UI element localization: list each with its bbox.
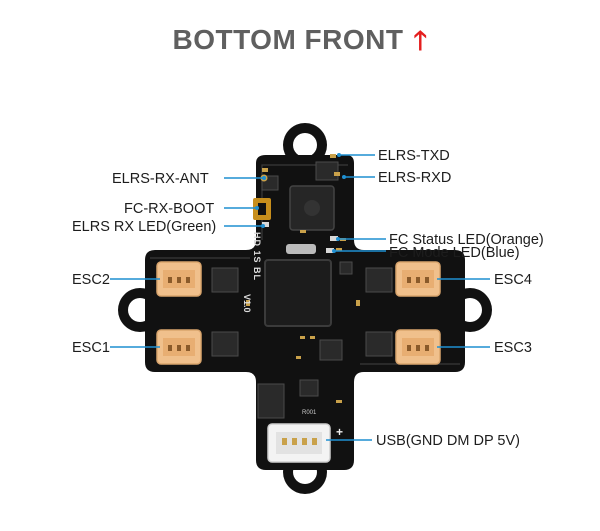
small-components	[211, 161, 393, 419]
title-text: BOTTOM FRONT	[172, 24, 404, 55]
label-esc3: ESC3	[494, 340, 532, 356]
silk-model: HD 1S BL	[252, 232, 262, 281]
label-fc-mode-led: FC Mode LED(Blue)	[389, 245, 520, 261]
label-elrs-rxd: ELRS-RXD	[378, 170, 452, 186]
label-esc1: ESC1	[72, 340, 110, 356]
led-rx	[262, 222, 269, 227]
leader-dots	[255, 153, 346, 253]
silk-version: V1.0	[242, 294, 252, 313]
silk-plus: +	[336, 425, 343, 439]
label-fc-rx-boot: FC-RX-BOOT	[124, 201, 215, 217]
crystal	[286, 244, 316, 254]
label-elrs-txd: ELRS-TXD	[378, 148, 450, 164]
label-elrs-rx-led: ELRS RX LED(Green)	[72, 219, 217, 235]
label-elrs-rx-ant: ELRS-RX-ANT	[112, 171, 209, 187]
elrs-logo-icon	[304, 200, 320, 216]
leader-lines	[110, 154, 490, 441]
label-esc2: ESC2	[72, 272, 110, 288]
led-mode	[326, 248, 334, 253]
usb-connector	[267, 423, 331, 463]
silk-chip-code: R001	[302, 410, 317, 416]
label-esc4: ESC4	[494, 272, 532, 288]
up-arrow-icon: 🡑	[413, 25, 428, 55]
led-status	[330, 236, 338, 241]
mcu-chip	[264, 259, 332, 327]
label-usb: USB(GND DM DP 5V)	[376, 433, 520, 449]
label-fc-status-led: FC Status LED(Orange)	[389, 232, 544, 248]
page-title: BOTTOM FRONT 🡑	[0, 22, 600, 66]
esc-connector-pins	[168, 277, 429, 351]
